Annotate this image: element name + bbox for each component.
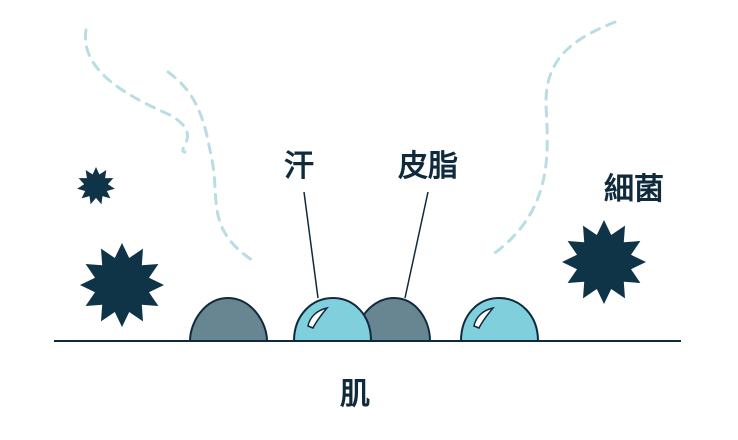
skin-label: 肌: [340, 377, 370, 412]
sebum-droplet-icon: [190, 298, 267, 341]
sweat-leader-line: [304, 192, 318, 298]
odor-waves: [85, 22, 615, 262]
bacteria-icon: [77, 167, 115, 204]
odor-wave-icon: [85, 30, 187, 152]
odor-wave-icon: [168, 72, 255, 262]
bacteria-label: 細菌: [604, 172, 664, 207]
droplets: [190, 298, 538, 341]
sebum-label: 皮脂: [398, 149, 458, 184]
odor-wave-icon: [492, 22, 615, 255]
sebum-leader-line: [405, 192, 428, 298]
bacteria-group: [77, 167, 646, 327]
leader-lines: [304, 192, 428, 298]
sweat-droplet-icon: [294, 298, 371, 341]
sweat-label: 汗: [284, 149, 314, 184]
sweat-droplet-icon: [461, 298, 538, 341]
bacteria-icon: [562, 220, 646, 304]
bacteria-icon: [80, 243, 164, 327]
